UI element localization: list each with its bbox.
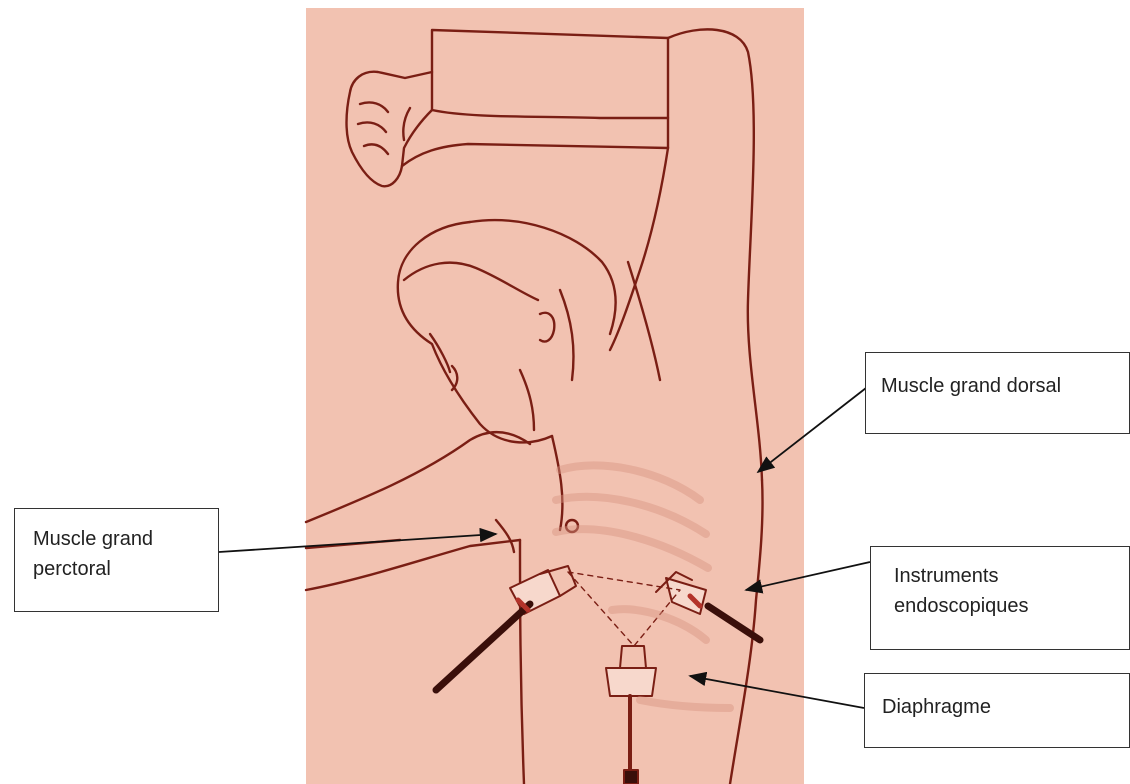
- label-instruments-endoscopiques: Instruments endoscopiques: [870, 546, 1130, 650]
- label-diaphragme: Diaphragme: [864, 673, 1130, 748]
- label-muscle-grand-pectoral: Muscle grand perctoral: [14, 508, 219, 612]
- illustration-background: [306, 8, 804, 784]
- label-diaphragme-text: Diaphragme: [882, 692, 1129, 722]
- label-instruments-line2: endoscopiques: [894, 591, 1129, 621]
- label-dorsal-text: Muscle grand dorsal: [881, 371, 1129, 401]
- label-pectoral-line1: Muscle grand: [33, 524, 218, 554]
- label-pectoral-line2: perctoral: [33, 554, 218, 584]
- label-muscle-grand-dorsal: Muscle grand dorsal: [865, 352, 1130, 434]
- label-instruments-line1: Instruments: [894, 561, 1129, 591]
